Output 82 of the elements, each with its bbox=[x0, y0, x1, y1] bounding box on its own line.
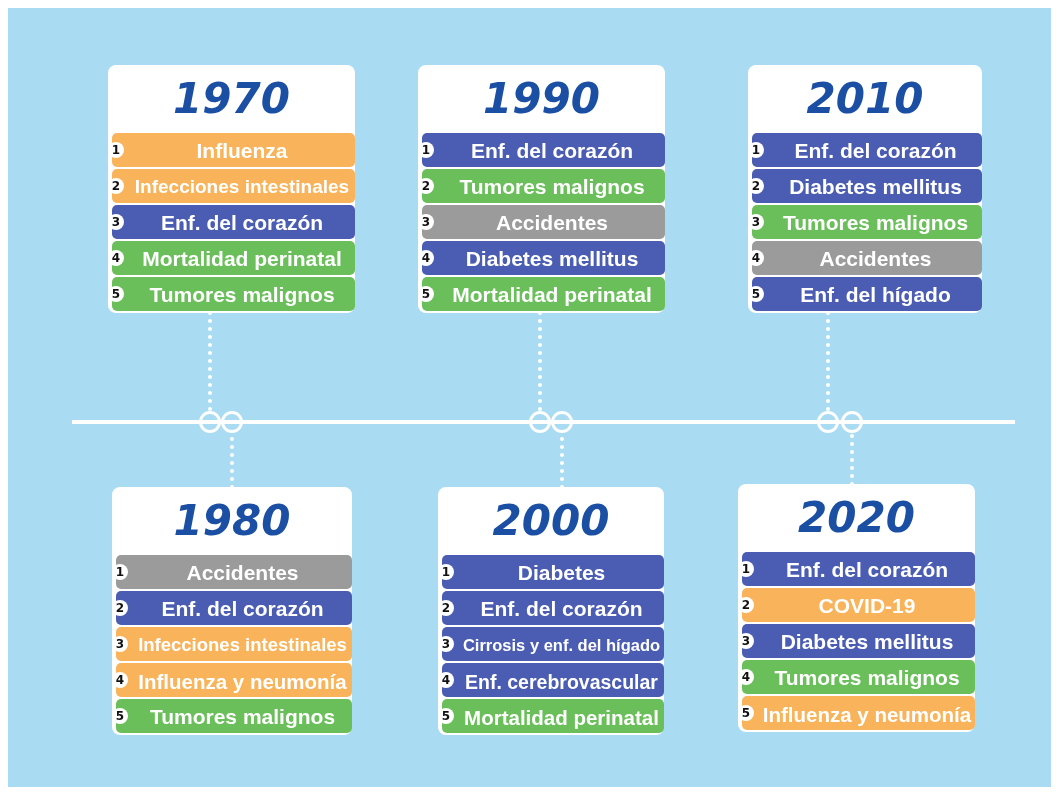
ranking-bar bbox=[116, 555, 352, 589]
cause-label: Influenza bbox=[196, 139, 288, 164]
cause-label: Infecciones intestinales bbox=[134, 176, 350, 198]
cause-label: Tumores malignos bbox=[774, 666, 960, 691]
cause-label: Enf. del corazón bbox=[794, 139, 957, 164]
ranking-bar bbox=[422, 205, 665, 239]
cause-label: Enf. del corazón bbox=[785, 558, 949, 583]
timeline-ring bbox=[529, 411, 551, 433]
timeline-ring bbox=[841, 411, 863, 433]
cause-label: COVID-19 bbox=[818, 594, 916, 619]
cause-label: Enf. cerebrovascular bbox=[465, 670, 658, 694]
ranking-bar bbox=[442, 555, 664, 589]
ranking-bar bbox=[742, 552, 975, 586]
cause-label: Tumores malignos bbox=[459, 175, 645, 200]
ranking-bar bbox=[422, 169, 665, 203]
cause-label: Cirrosis y enf. del hígado bbox=[462, 636, 661, 656]
cause-label: Enf. del corazón bbox=[480, 597, 643, 622]
cause-label: Enf. del corazón bbox=[161, 597, 324, 622]
cause-label: Diabetes mellitus bbox=[780, 630, 954, 655]
cause-label: Diabetes bbox=[517, 561, 606, 586]
ranking-bar bbox=[742, 624, 975, 658]
ranking-bar bbox=[422, 133, 665, 167]
cause-label: Enf. del corazón bbox=[470, 139, 634, 164]
cause-label: Enf. del hígado bbox=[800, 283, 951, 308]
ranking-bar bbox=[116, 699, 352, 733]
cause-label: Mortalidad perinatal bbox=[464, 705, 659, 730]
year-heading: 2020 bbox=[798, 497, 915, 539]
year-card bbox=[108, 65, 355, 313]
timeline-ring bbox=[551, 411, 573, 433]
cause-label: Tumores malignos bbox=[782, 211, 969, 236]
year-card bbox=[418, 65, 665, 313]
ranking-bar bbox=[116, 627, 352, 661]
ranking-bar bbox=[442, 591, 664, 625]
timeline-ring bbox=[199, 411, 221, 433]
cause-label: Accidentes bbox=[186, 561, 299, 586]
ranking-bar bbox=[442, 627, 664, 661]
ranking-bar bbox=[112, 241, 355, 275]
year-card bbox=[112, 487, 352, 735]
ranking-bar bbox=[442, 699, 664, 733]
ranking-bar bbox=[116, 663, 352, 697]
dotted-connector bbox=[826, 311, 830, 413]
ranking-bar bbox=[422, 277, 665, 311]
ranking-bar bbox=[742, 696, 975, 730]
ranking-bar bbox=[112, 205, 355, 239]
ranking-bar bbox=[112, 133, 355, 167]
cause-label: Influenza y neumonía bbox=[138, 669, 347, 694]
ranking-bar bbox=[422, 241, 665, 275]
cause-label: Accidentes bbox=[819, 247, 932, 272]
ranking-bar bbox=[116, 591, 352, 625]
dotted-connector bbox=[208, 311, 212, 413]
cause-label: Diabetes mellitus bbox=[789, 175, 962, 200]
year-heading: 2010 bbox=[806, 78, 924, 120]
cause-label: Mortalidad perinatal bbox=[142, 247, 342, 272]
ranking-bar bbox=[752, 241, 982, 275]
ranking-bar bbox=[112, 277, 355, 311]
year-card bbox=[748, 65, 982, 313]
cause-label: Accidentes bbox=[495, 211, 608, 236]
year-heading: 1980 bbox=[173, 500, 291, 542]
cause-label: Tumores malignos bbox=[149, 705, 336, 730]
year-heading: 1990 bbox=[483, 78, 600, 120]
ranking-bar bbox=[742, 588, 975, 622]
cause-label: Diabetes mellitus bbox=[465, 247, 639, 272]
year-card bbox=[438, 487, 664, 735]
ranking-bar bbox=[752, 277, 982, 311]
year-card bbox=[738, 484, 975, 732]
cause-label: Infecciones intestinales bbox=[138, 634, 347, 656]
ranking-bar bbox=[112, 169, 355, 203]
cause-label: Influenza y neumonía bbox=[762, 702, 972, 727]
ranking-bar bbox=[442, 663, 664, 697]
cause-label: Mortalidad perinatal bbox=[452, 283, 652, 308]
timeline-ring bbox=[817, 411, 839, 433]
dotted-connector bbox=[850, 431, 854, 486]
cause-label: Enf. del corazón bbox=[160, 211, 324, 236]
ranking-bar bbox=[752, 205, 982, 239]
year-heading: 1970 bbox=[173, 78, 290, 120]
dotted-connector bbox=[538, 311, 542, 413]
ranking-bar bbox=[752, 133, 982, 167]
ranking-bar bbox=[742, 660, 975, 694]
ranking-bar bbox=[752, 169, 982, 203]
year-heading: 2000 bbox=[492, 500, 610, 542]
timeline-ring bbox=[221, 411, 243, 433]
cause-label: Tumores malignos bbox=[149, 283, 335, 308]
